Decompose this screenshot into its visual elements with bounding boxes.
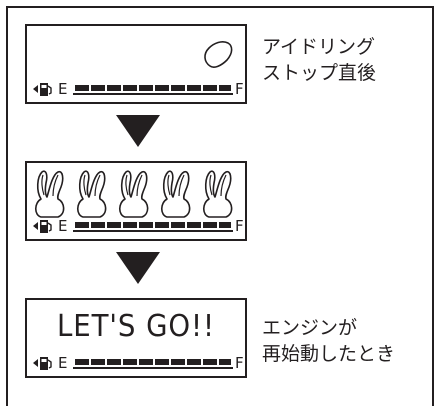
rabbit-icon (34, 170, 65, 218)
lets-go-message: LET'S GO!! (56, 309, 215, 344)
diagram-frame (6, 6, 434, 406)
fuel-level-bar (73, 222, 233, 232)
caption-line: アイドリング (262, 36, 376, 58)
caption-line: ストップ直後 (262, 62, 377, 84)
rabbit-icon (118, 170, 149, 218)
caption-restart: エンジンが 再始動したとき (262, 315, 395, 367)
display-restart: LET'S GO!! E F (25, 298, 247, 378)
fuel-gauge: E F (33, 79, 244, 99)
fuel-gauge: E F (33, 216, 244, 236)
idle-stop-icon (204, 41, 233, 68)
rabbit-row (34, 170, 233, 218)
display-rabbits: E F (25, 161, 247, 241)
gauge-empty-label: E (58, 217, 68, 235)
gauge-full-label: F (235, 354, 244, 372)
caption-idle-stop: アイドリング ストップ直後 (262, 34, 376, 86)
fuel-gauge: E F (33, 353, 244, 373)
fuel-pump-icon (33, 220, 52, 233)
caption-line: 再始動したとき (262, 343, 396, 365)
gauge-full-label: F (235, 80, 244, 98)
down-arrow-icon (116, 252, 160, 284)
caption-line: エンジンが (262, 317, 358, 339)
gauge-empty-label: E (58, 80, 68, 98)
fuel-level-bar (73, 85, 233, 95)
gauge-empty-label: E (58, 354, 68, 372)
rabbit-icon (76, 170, 107, 218)
fuel-pump-icon (33, 357, 52, 370)
fuel-level-bar (73, 359, 233, 369)
gauge-full-label: F (235, 217, 244, 235)
down-arrow-icon (116, 115, 160, 147)
display-idle-stop: E F (25, 24, 247, 104)
rabbit-icon (160, 170, 191, 218)
fuel-pump-icon (33, 83, 52, 96)
rabbit-icon (202, 170, 233, 218)
